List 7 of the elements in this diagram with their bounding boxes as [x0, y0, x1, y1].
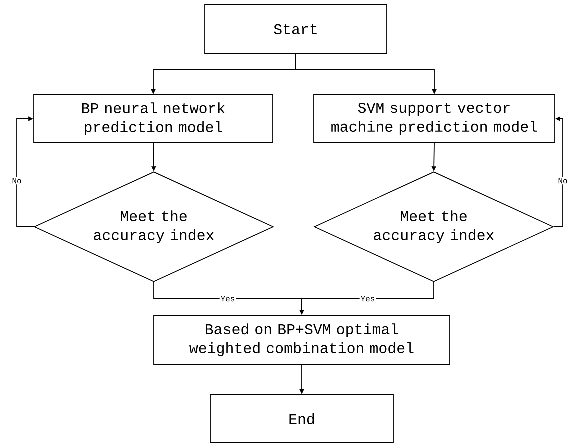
- arrow: [554, 116, 564, 228]
- process-box: Start: [204, 4, 388, 54]
- arrow: [16, 116, 34, 228]
- process-box: SVM support vector machine prediction model: [314, 94, 556, 144]
- process-box: BP neural network prediction model: [34, 94, 274, 144]
- process-box: End: [210, 394, 394, 443]
- process-box: Based on BP+SVM optimal weighted combination model: [154, 315, 450, 365]
